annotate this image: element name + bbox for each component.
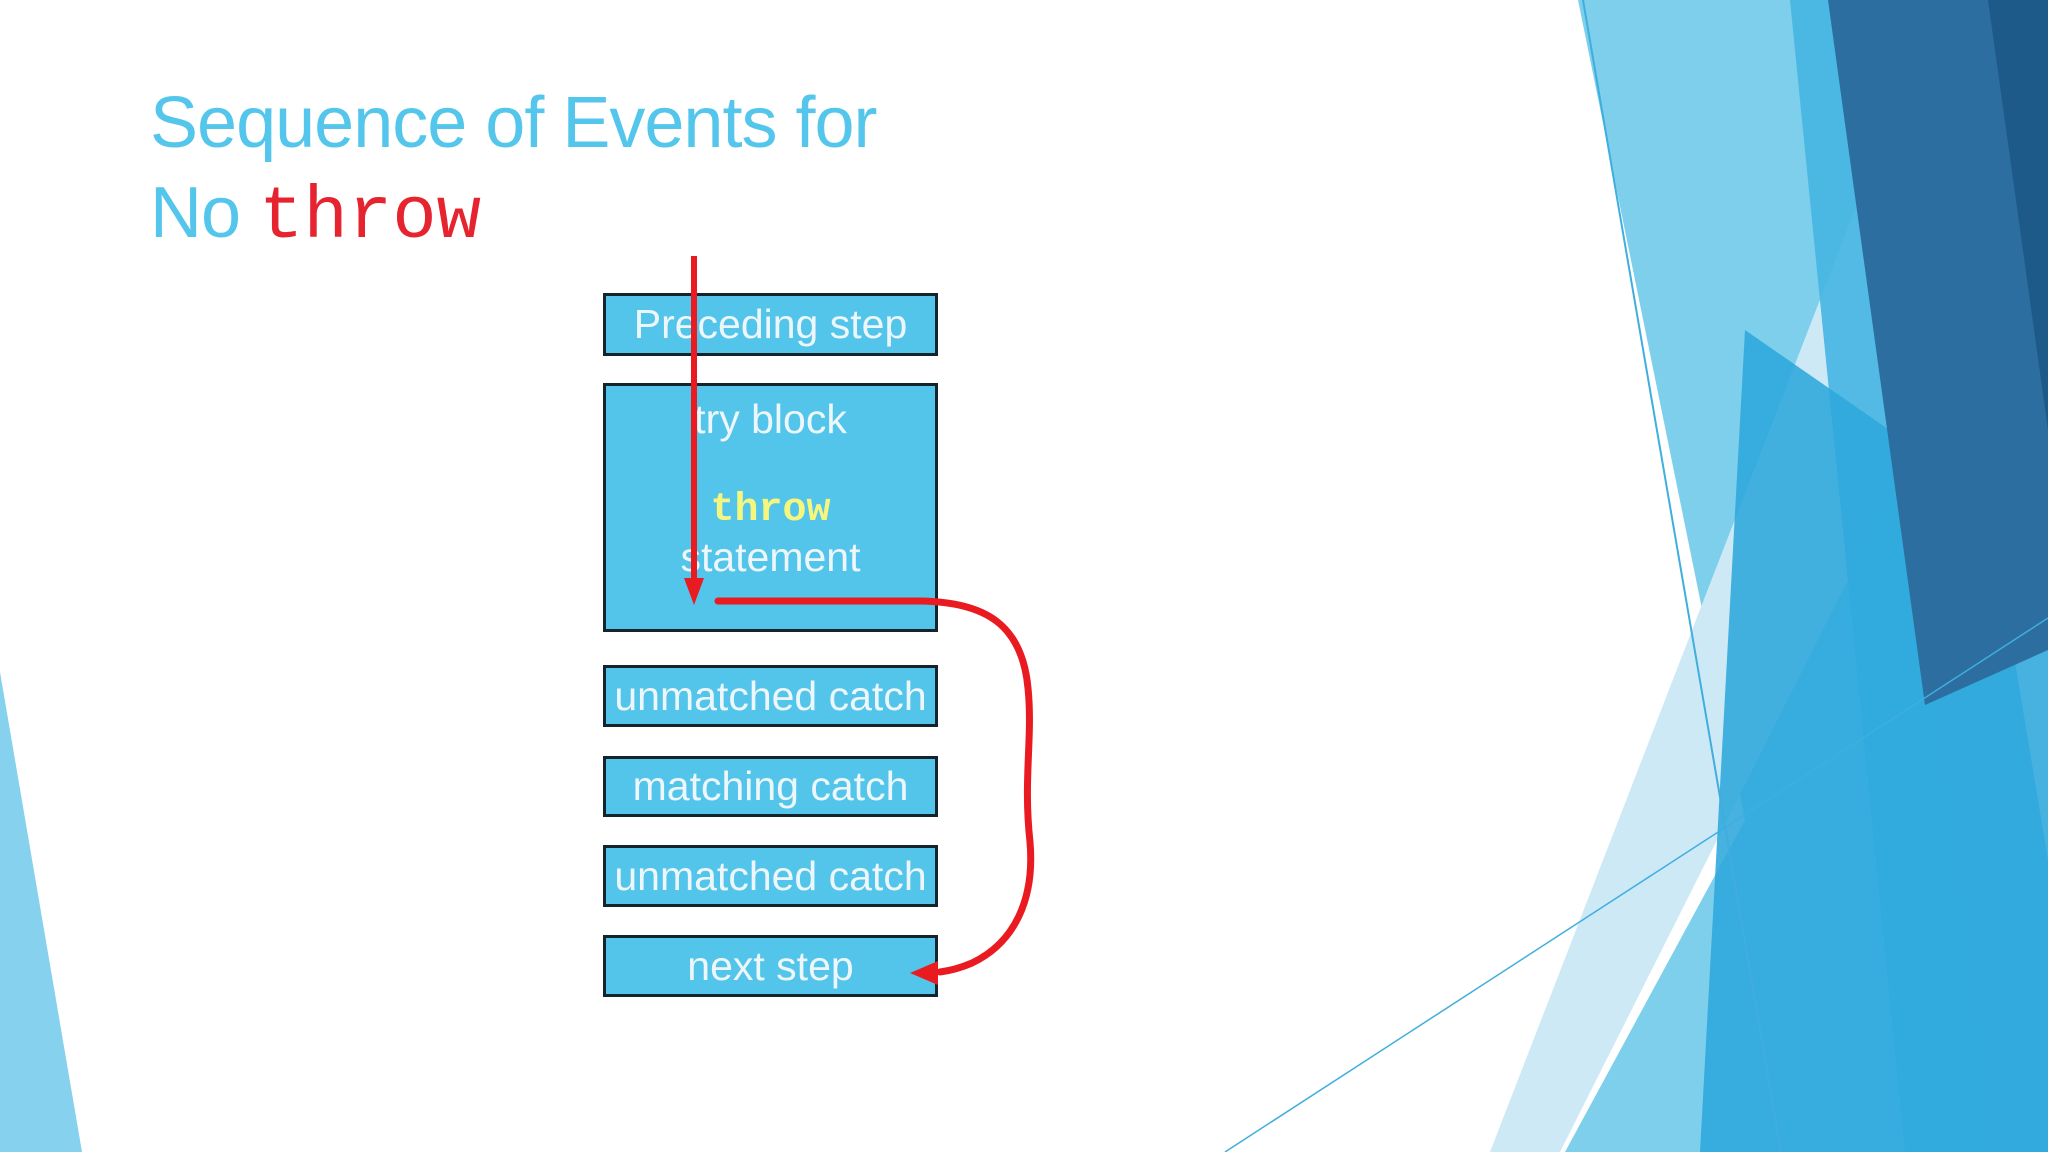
bg-wedge-bottom-left: [0, 672, 82, 1152]
try-block-label: try block: [694, 396, 847, 442]
flow-box-unmatched-catch-1: unmatched catch: [603, 665, 938, 727]
bg-thin-line-steep: [1582, 0, 1782, 1152]
slide-title-line2-text: No: [150, 173, 260, 253]
slide-title-line2-code: throw: [259, 176, 482, 260]
slide-title-line2: No throw: [150, 168, 876, 263]
flow-box-matching-catch-label: matching catch: [632, 763, 909, 809]
flow-box-preceding-step-label: Preceding step: [633, 301, 908, 347]
flow-box-unmatched-catch-2: unmatched catch: [603, 845, 938, 907]
statement-label: statement: [680, 534, 861, 580]
flow-box-unmatched-catch-1-label: unmatched catch: [614, 672, 927, 719]
flow-box-try-block: try block throw statement: [603, 383, 938, 632]
slide-title: Sequence of Events for No throw: [150, 78, 877, 263]
bg-triangle-darkest: [1988, 0, 2048, 430]
flow-box-next-step-label: next step: [687, 942, 854, 989]
throw-keyword-label: throw: [710, 488, 831, 533]
bg-triangle-dark: [1828, 0, 2048, 705]
flow-box-preceding-step: Preceding step: [603, 293, 938, 356]
flow-box-next-step: next step: [603, 935, 938, 997]
slide-title-line1: Sequence of Events for: [150, 83, 877, 163]
flow-box-matching-catch: matching catch: [603, 756, 938, 817]
bg-thin-line-shallow: [1224, 617, 2048, 1152]
flow-box-unmatched-catch-2-label: unmatched catch: [614, 852, 927, 899]
